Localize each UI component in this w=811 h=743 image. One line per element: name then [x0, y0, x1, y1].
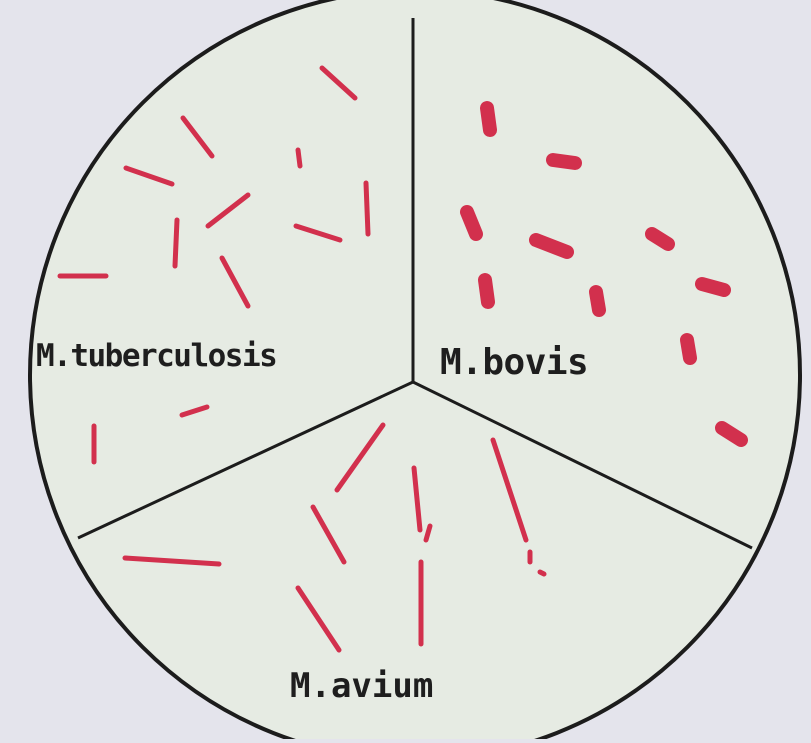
bacillus-bovis [553, 160, 575, 163]
bacillus-bovis [487, 108, 490, 130]
bacillus-bovis [467, 212, 476, 234]
bacillus-bovis [652, 234, 668, 244]
label-m-bovis: M.bovis [440, 342, 588, 383]
label-m-tuberculosis: M.tuberculosis [36, 338, 276, 374]
bacillus-tuberculosis [175, 220, 177, 266]
bacillus-bovis [485, 280, 488, 302]
bacillus-bovis [702, 284, 724, 290]
label-m-avium: M.avium [290, 666, 433, 706]
bacillus-tuberculosis [366, 183, 368, 234]
bacillus-avium [540, 572, 544, 574]
bacillus-bovis [596, 292, 599, 310]
bacillus-bovis [687, 340, 690, 358]
bacillus-tuberculosis [298, 150, 300, 166]
